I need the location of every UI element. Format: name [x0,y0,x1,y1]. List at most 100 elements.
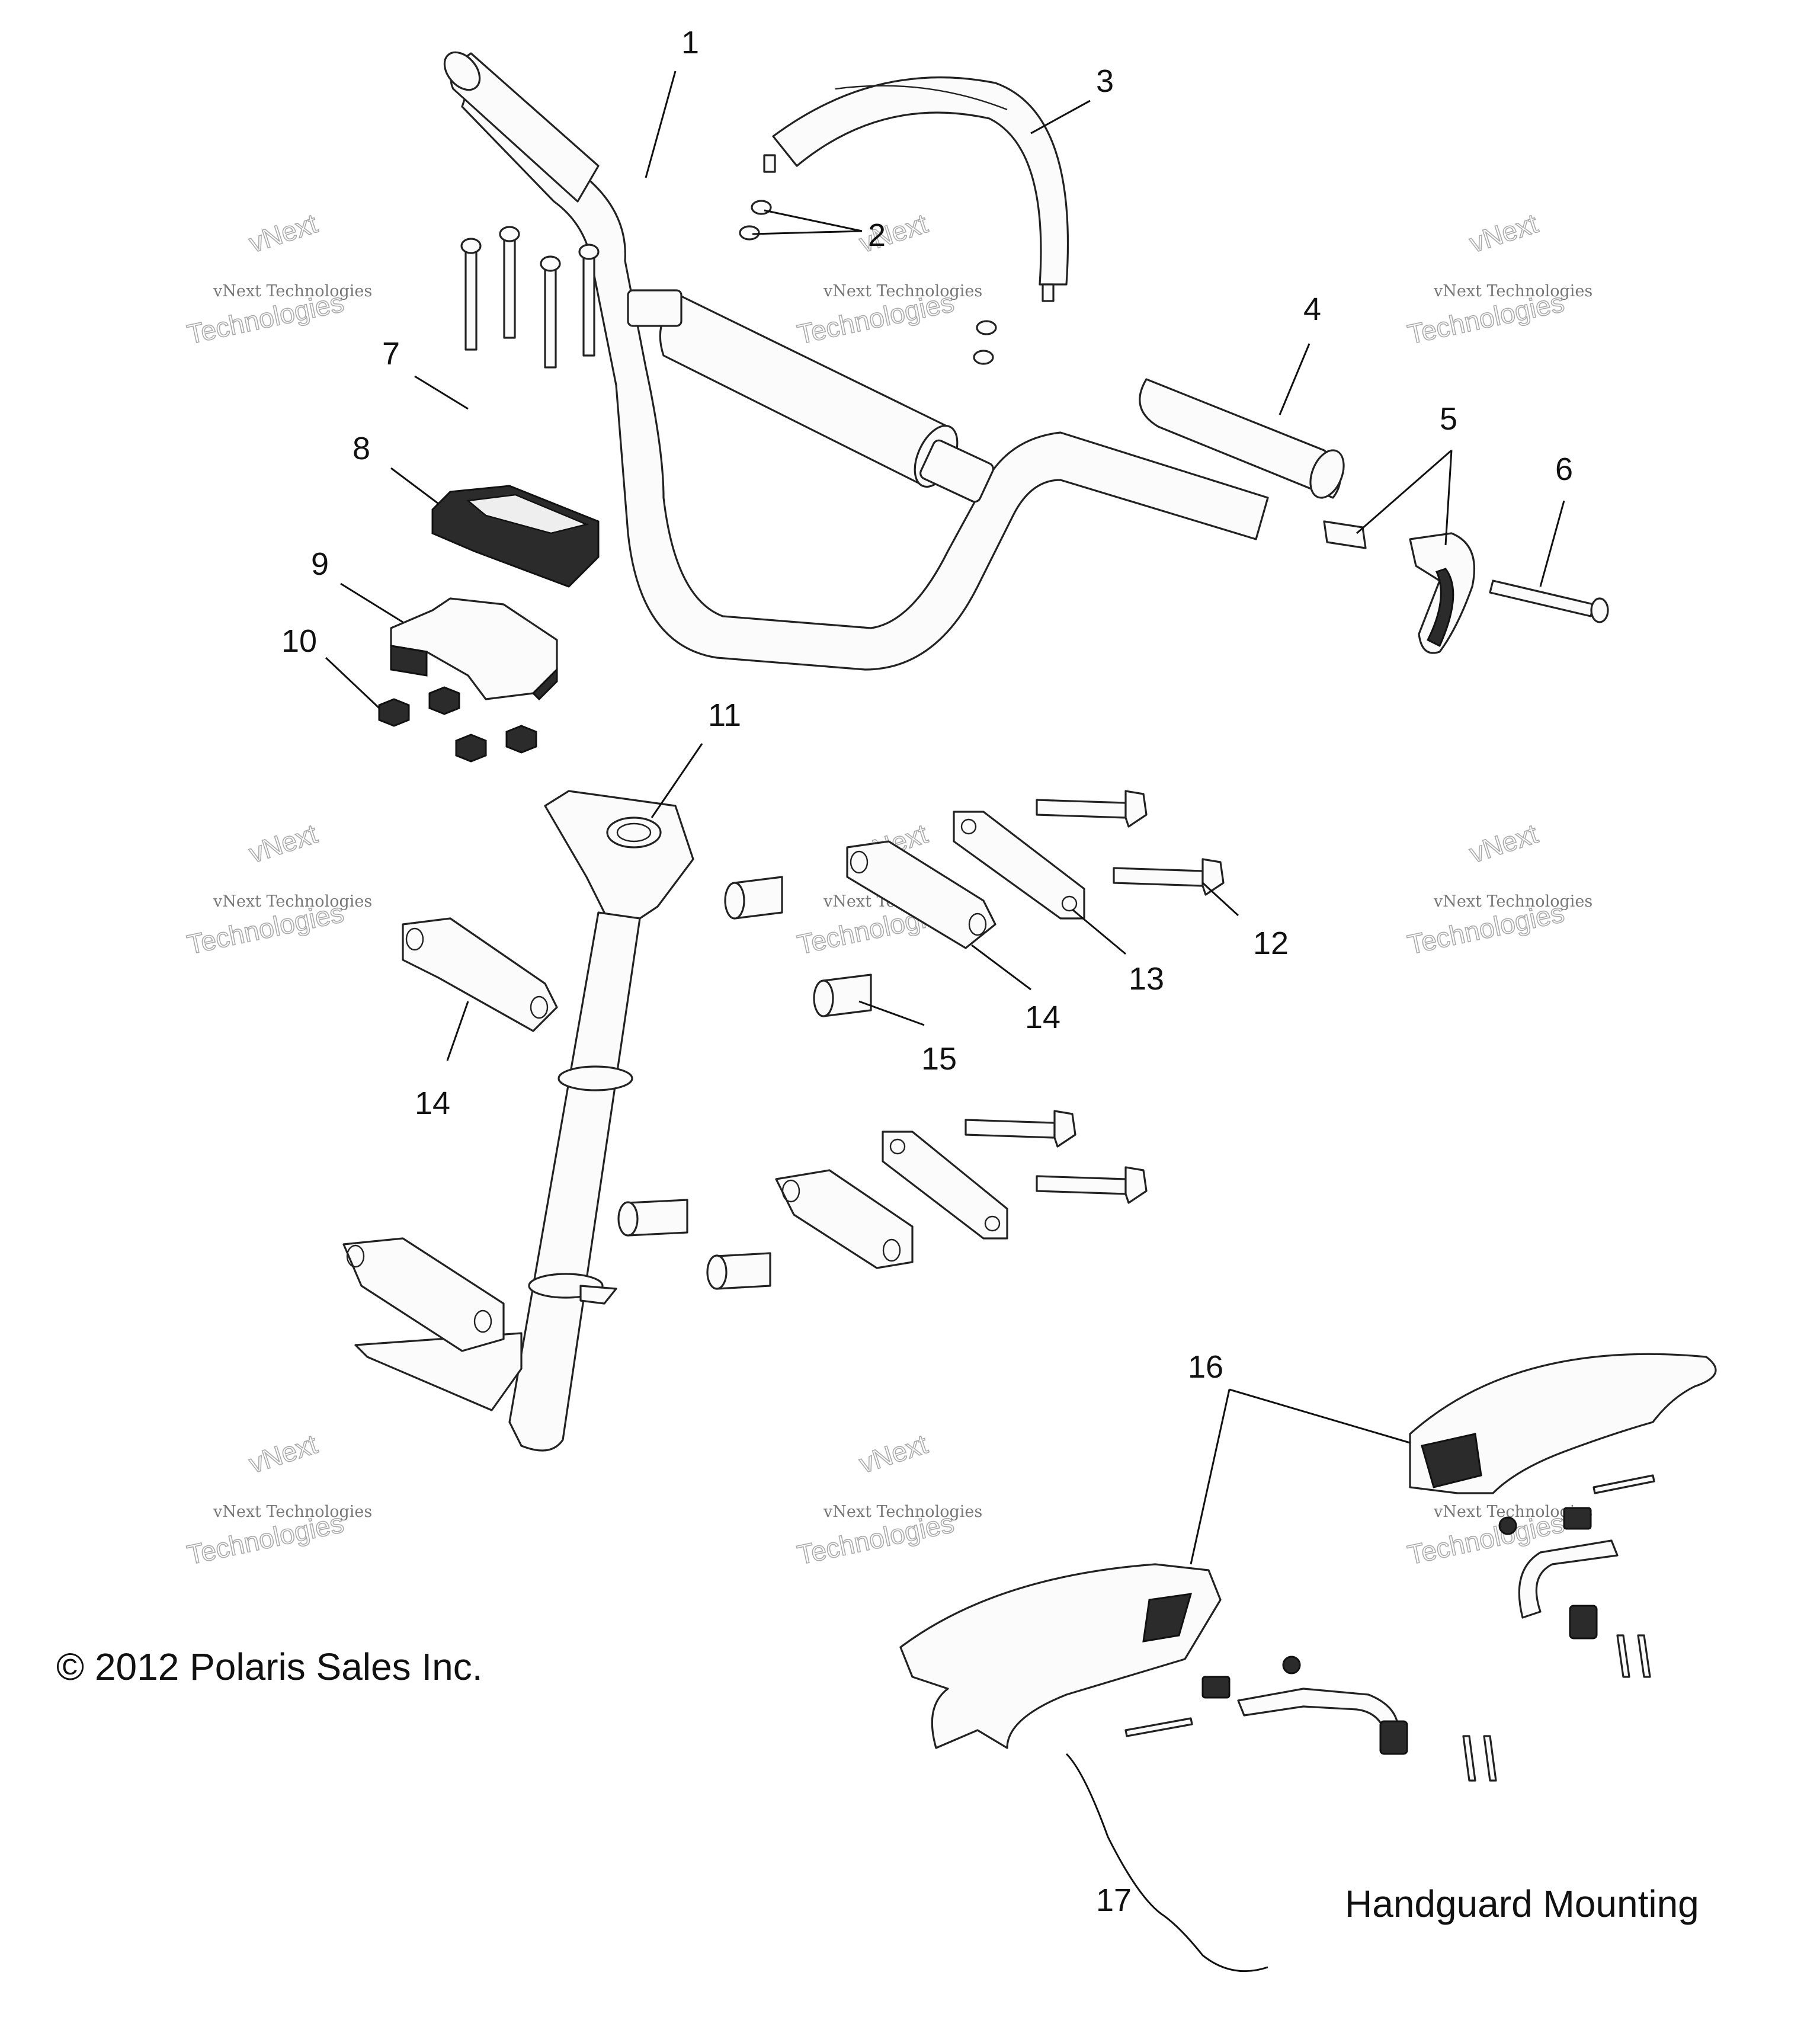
flange-nut [378,698,410,727]
callout-8: 8 [353,431,370,466]
plate-hole [889,1138,906,1155]
leader-line [340,582,403,623]
bracket-hole [781,1179,800,1203]
flange-nut [505,725,537,754]
flange-nut [455,734,487,763]
post-bearing-inner [616,822,652,843]
callout-9: 9 [311,546,329,582]
leader-line [858,1000,925,1026]
callout-2: 2 [868,217,886,253]
lower-clamp [390,597,558,700]
lower-bracket [775,1169,914,1269]
watermark-text: vNext Technologies [213,892,372,911]
watermark-logo: vNext [1466,818,1542,869]
leader-line [971,944,1031,991]
bolt [1036,1175,1127,1195]
nut [976,320,997,335]
leader-line [752,209,863,235]
pad-stud [763,154,776,173]
part-bracket-left [342,917,558,1352]
link-plate [882,1131,1008,1240]
bracket-hole [405,927,424,951]
bolt [503,236,516,339]
part-grip [1139,378,1345,499]
leader-line [1356,449,1453,546]
spacer-end [724,882,745,920]
part-steering-post [354,790,694,1452]
throttle-spacer [1323,520,1367,549]
watermark: vNext vNext Technologies Technologies [184,207,372,350]
bracket-hole [346,1244,365,1268]
bolt [965,1119,1056,1139]
mount-clamp [1569,1605,1598,1640]
bolt-head [1124,1166,1148,1204]
callout-14: 14 [415,1086,450,1121]
bolt [464,248,478,351]
callout-14: 14 [1025,1000,1060,1035]
upper-bracket [846,840,996,949]
bolt-head [460,238,482,254]
watermark-logo: vNext [245,207,321,258]
callout-13: 13 [1129,961,1164,997]
bolt [1113,867,1204,887]
pad-seam [835,85,1008,111]
part-throttle [1323,520,1475,654]
handguard-left [899,1563,1222,1749]
plate-hole [984,1215,1001,1232]
crossbar-pad [772,76,1069,286]
handlebar-end [443,51,481,91]
watermark-logo: vNext [855,1428,931,1479]
shaft-collar [557,1065,633,1091]
bolt [582,254,595,357]
watermark-logo: vNext [245,818,321,869]
watermark: vNext vNext Technologies Technologies [1404,818,1592,960]
leader-line [1279,343,1310,415]
callout-labels: 1 2 3 4 5 6 7 8 9 10 11 12 13 14 14 15 1… [281,25,1573,1918]
bolt [544,265,557,369]
part-mount-hardware [617,790,1225,1290]
leader-line [414,375,469,410]
spacer-end [813,979,834,1017]
handguard-right-shade [1421,1433,1482,1488]
watermark: vNext vNext Technologies Technologies [794,1428,982,1571]
part-lower-clamp [390,597,558,701]
part-throttle-bolt [1489,579,1609,623]
plate-hole [1061,895,1078,912]
watermark-text: vNext Technologies [1433,892,1592,911]
bolt-head [1590,597,1609,623]
nut [973,350,994,365]
mount-nut [1282,1656,1301,1674]
watermark: vNext vNext Technologies Technologies [1404,207,1592,350]
part-flange-nuts [378,686,537,763]
mount-bolt [1483,1735,1497,1782]
clamp-highlight [466,494,589,534]
callout-1: 1 [681,25,699,60]
callout-17: 17 [1096,1882,1132,1918]
handguard-left-shade [1142,1593,1193,1642]
callout-6: 6 [1555,452,1573,487]
grip-end [1309,449,1345,499]
leader-bracket [1065,1753,1268,1973]
watermark-text: vNext Technologies [1433,282,1592,300]
watermark-text: vNext Technologies [213,282,372,300]
pad-stud [1042,283,1055,302]
watermark-text: vNext Technologies [213,1503,372,1521]
bracket-hole [882,1238,901,1262]
part-handguards [899,1353,1717,1749]
upper-clamp [431,485,600,588]
watermark: vNext vNext Technologies Technologies [794,207,982,350]
callout-12: 12 [1253,926,1289,961]
bolt-head [540,255,561,272]
callout-5: 5 [1440,401,1457,437]
bracket-hole [530,995,549,1019]
bracket-lower [342,1237,505,1352]
handlebar-clamp [919,439,994,503]
bracket [402,917,558,1032]
callout-15: 15 [921,1041,957,1077]
watermark-logo: vNext [855,207,931,258]
mount-block [1201,1676,1231,1699]
mount-arm-right [1518,1539,1619,1619]
clamp-shadow [531,667,558,701]
bolt-head [1053,1110,1076,1148]
